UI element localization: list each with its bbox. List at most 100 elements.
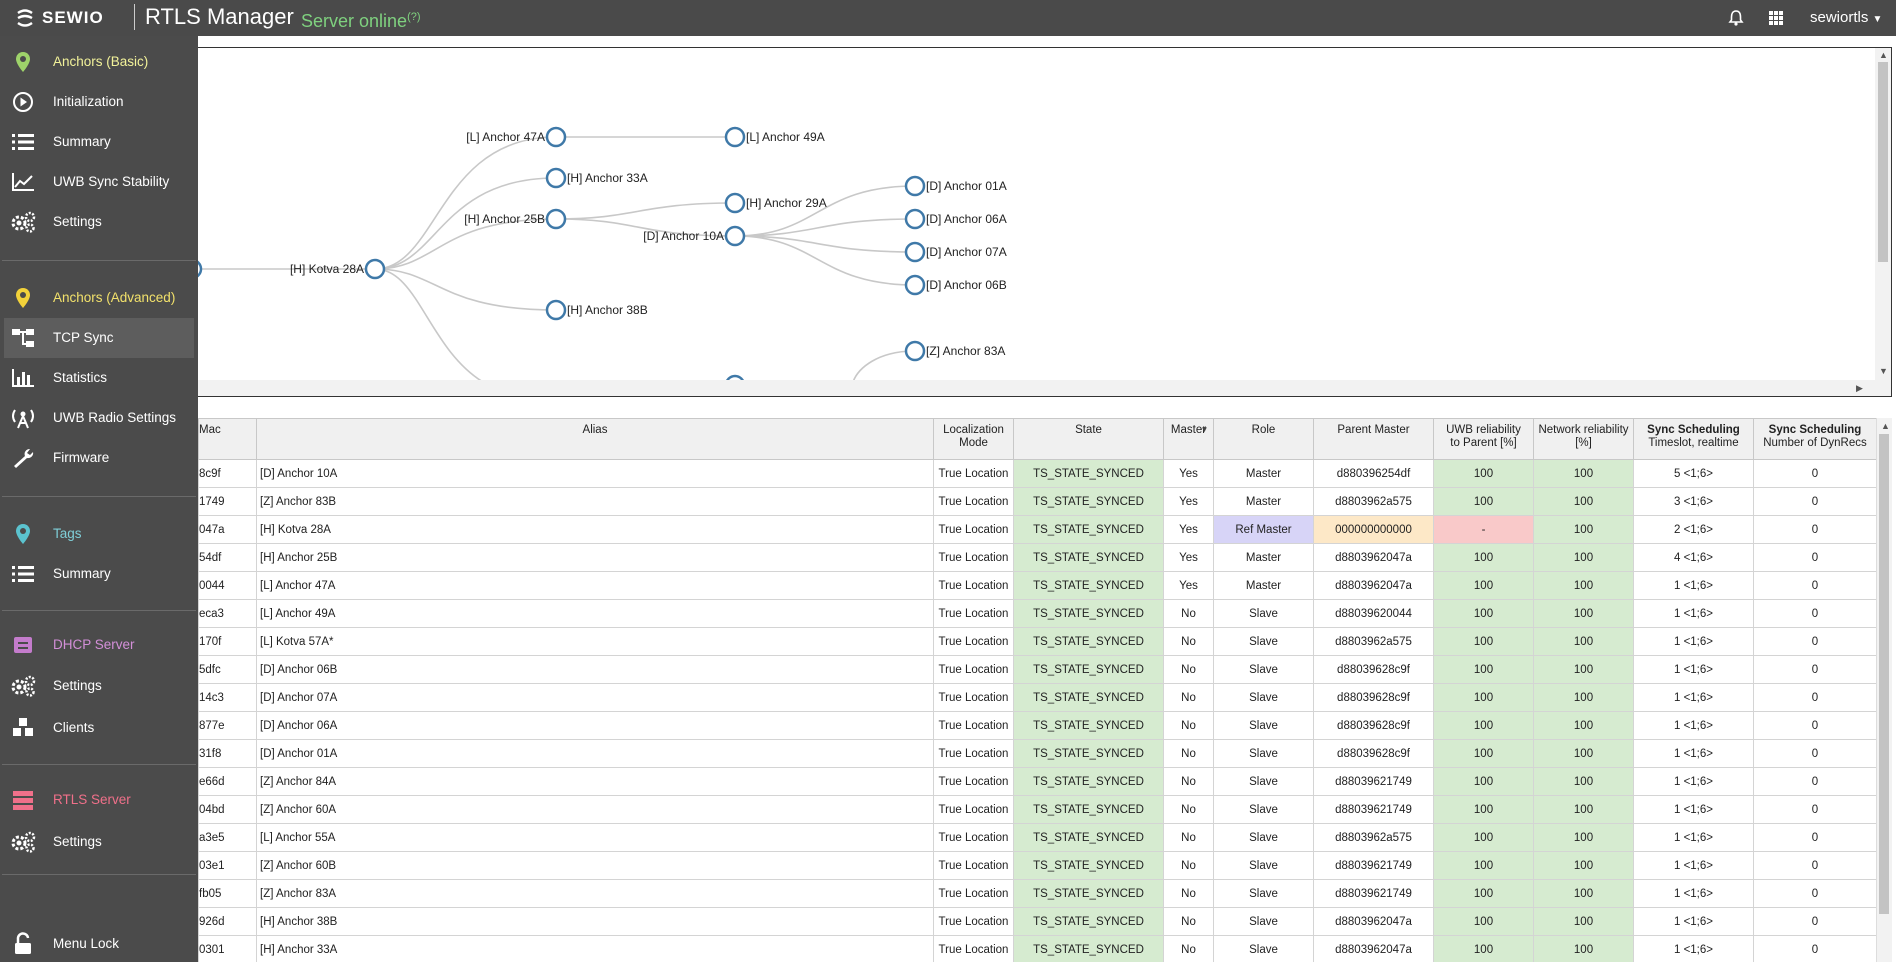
scrollbar-thumb[interactable]	[1879, 434, 1889, 914]
sidebar-item-settings-anchors[interactable]: Settings	[0, 202, 198, 242]
network-reliability-cell: 100	[1533, 823, 1634, 852]
sidebar-item-rtls-server[interactable]: RTLS Server	[0, 780, 198, 820]
sync-timeslot-cell: 4 <1;6>	[1633, 543, 1754, 572]
tree-node[interactable]	[904, 208, 926, 230]
tree-node[interactable]	[724, 126, 746, 148]
mac-cell: 0301	[198, 935, 257, 962]
sidebar-item-tcp-sync[interactable]: TCP Sync	[4, 318, 194, 358]
tree-node[interactable]	[904, 241, 926, 263]
sewio-logo[interactable]: SEWIO	[14, 5, 104, 31]
sync-tree-graph[interactable]: [H] Kotva 28A [L] Anchor 47A [H] Anchor …	[198, 48, 1874, 382]
tree-node[interactable]	[545, 208, 567, 230]
tree-node[interactable]	[545, 299, 567, 321]
column-header-state[interactable]: State	[1013, 418, 1164, 460]
sidebar-item-firmware[interactable]: Firmware	[0, 438, 198, 478]
sidebar-item-tags[interactable]: Tags	[0, 514, 198, 554]
tree-node[interactable]	[364, 258, 386, 280]
router-icon	[14, 637, 32, 653]
master-cell: Yes	[1163, 571, 1214, 600]
sidebar-item-uwb-sync-stability[interactable]: UWB Sync Stability	[0, 162, 198, 202]
column-header-network-reliability[interactable]: Network reliability[%]	[1533, 418, 1634, 460]
tree-vertical-scrollbar[interactable]: ▲ ▼	[1875, 48, 1891, 380]
column-header-mac[interactable]: Mac	[198, 418, 257, 460]
sidebar-item-anchors-basic[interactable]: Anchors (Basic)	[0, 42, 198, 82]
scroll-up-arrow-icon[interactable]: ▲	[1879, 50, 1888, 60]
state-cell: TS_STATE_SYNCED	[1013, 599, 1164, 628]
localization-mode-cell: True Location	[933, 851, 1014, 880]
state-cell: TS_STATE_SYNCED	[1013, 795, 1164, 824]
tree-node[interactable]	[904, 274, 926, 296]
scroll-up-arrow-icon[interactable]: ▲	[1881, 421, 1890, 431]
user-name: sewiortls	[1810, 9, 1869, 26]
tree-node[interactable]	[545, 126, 567, 148]
sidebar-item-uwb-radio-settings[interactable]: UWB Radio Settings	[0, 398, 198, 438]
sync-tree-panel[interactable]: [H] Kotva 28A [L] Anchor 47A [H] Anchor …	[198, 47, 1892, 397]
scroll-down-arrow-icon[interactable]: ▼	[1879, 366, 1888, 376]
sidebar-item-statistics[interactable]: Statistics	[0, 358, 198, 398]
scrollbar-thumb[interactable]	[1878, 62, 1888, 262]
column-header-master[interactable]: Master▼	[1163, 418, 1214, 460]
sync-dynrecs-cell: 0	[1753, 879, 1877, 908]
location-pin-icon	[16, 52, 30, 72]
tree-node[interactable]	[545, 167, 567, 189]
apps-grid-icon[interactable]	[1767, 9, 1785, 27]
sort-desc-icon[interactable]: ▼	[1200, 425, 1209, 434]
tree-horizontal-scrollbar[interactable]: ▶	[198, 380, 1891, 396]
bar-chart-icon	[12, 369, 34, 387]
tree-node[interactable]	[724, 192, 746, 214]
sidebar-item-settings-dhcp[interactable]: Settings	[0, 666, 198, 706]
uwb-reliability-cell: -	[1433, 515, 1534, 544]
sidebar-item-label: Summary	[53, 566, 111, 581]
user-menu[interactable]: sewiortls ▼	[1810, 9, 1882, 29]
notifications-bell-icon[interactable]	[1727, 9, 1745, 27]
column-header-role[interactable]: Role	[1213, 418, 1314, 460]
sync-timeslot-cell: 1 <1;6>	[1633, 655, 1754, 684]
role-cell: Slave	[1213, 935, 1314, 962]
column-header-parent-master[interactable]: Parent Master	[1313, 418, 1434, 460]
tree-label: [D] Anchor 10A	[643, 229, 724, 243]
sync-timeslot-cell: 1 <1;6>	[1633, 907, 1754, 936]
tree-node[interactable]	[904, 340, 926, 362]
sidebar-item-initialization[interactable]: Initialization	[0, 82, 198, 122]
sidebar-item-summary-anchors[interactable]: Summary	[0, 122, 198, 162]
sidebar-item-clients[interactable]: Clients	[0, 708, 198, 748]
column-header-alias[interactable]: Alias	[256, 418, 934, 460]
sidebar-item-summary-tags[interactable]: Summary	[0, 554, 198, 594]
tree-node[interactable]	[198, 260, 203, 278]
sidebar-item-settings-rtls[interactable]: Settings	[0, 822, 198, 862]
tree-node[interactable]	[904, 175, 926, 197]
scroll-right-arrow-icon[interactable]: ▶	[1856, 383, 1863, 393]
master-cell: No	[1163, 935, 1214, 962]
sidebar-item-menu-lock[interactable]: Menu Lock	[0, 924, 198, 964]
tree-node[interactable]	[724, 225, 746, 247]
sidebar-item-dhcp-server[interactable]: DHCP Server	[0, 625, 198, 665]
sync-dynrecs-cell: 0	[1753, 487, 1877, 516]
server-status-help[interactable]: (?)	[407, 11, 421, 23]
table-vertical-scrollbar[interactable]: ▲	[1876, 418, 1892, 962]
sync-timeslot-cell: 1 <1;6>	[1633, 627, 1754, 656]
sidebar-item-anchors-advanced[interactable]: Anchors (Advanced)	[0, 278, 198, 318]
parent-master-cell: d88039621749	[1313, 767, 1434, 796]
